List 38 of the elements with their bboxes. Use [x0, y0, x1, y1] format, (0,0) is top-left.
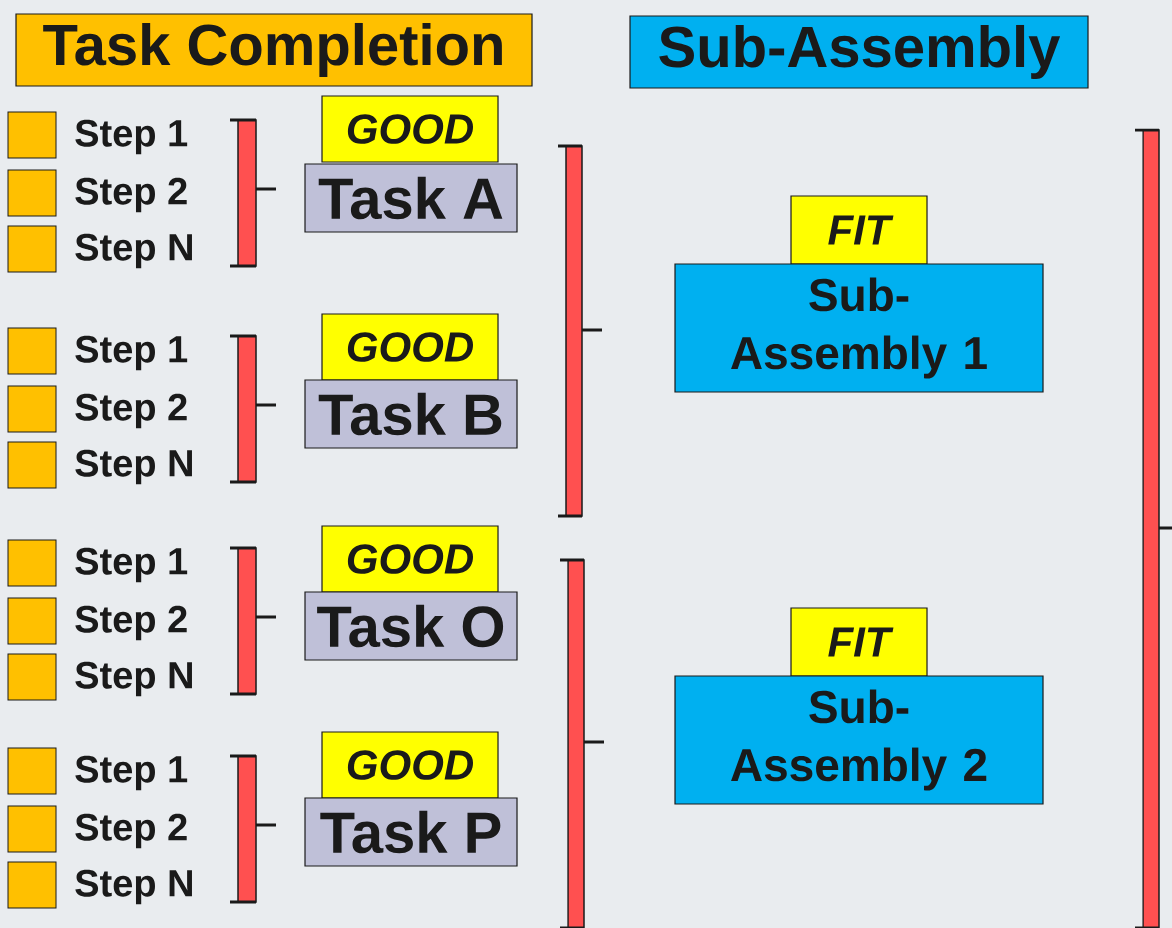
task-box: Task A	[304, 163, 518, 233]
subassembly-box: Sub- Assembly 1	[674, 263, 1044, 393]
step-label: Step N	[75, 661, 192, 697]
status-box: GOOD	[321, 95, 499, 163]
task-box: Task P	[304, 797, 518, 867]
step-label: Step 1	[75, 335, 188, 371]
status-box: GOOD	[321, 731, 499, 799]
status-box: GOOD	[321, 313, 499, 381]
checkbox	[7, 169, 57, 217]
heading-box: Task Completion	[15, 13, 533, 87]
checkbox	[7, 225, 57, 273]
checkbox	[7, 747, 57, 795]
step-label: Step 2	[75, 177, 187, 213]
checkbox	[7, 653, 57, 701]
step-label: Step 2	[75, 605, 187, 641]
heading-box: Sub-Assembly	[629, 15, 1089, 89]
step-label: Step 1	[75, 119, 188, 155]
checkbox	[7, 539, 57, 587]
checkbox	[7, 597, 57, 645]
step-label: Step 2	[75, 813, 187, 849]
checkbox	[7, 327, 57, 375]
step-label: Step 1	[75, 547, 188, 583]
checkbox	[7, 805, 57, 853]
checkbox	[7, 861, 57, 909]
step-label: Step N	[75, 233, 192, 269]
step-label: Step N	[75, 449, 192, 485]
subassembly-box: Sub- Assembly 2	[674, 675, 1044, 805]
status-box: FIT	[790, 607, 928, 677]
step-label: Step N	[75, 869, 192, 905]
task-box: Task B	[304, 379, 518, 449]
step-label: Step 2	[75, 393, 187, 429]
checkbox	[7, 441, 57, 489]
status-box: FIT	[790, 195, 928, 265]
step-label: Step 1	[75, 755, 188, 791]
checkbox	[7, 385, 57, 433]
checkbox	[7, 111, 57, 159]
task-box: Task O	[304, 591, 518, 661]
status-box: GOOD	[321, 525, 499, 593]
